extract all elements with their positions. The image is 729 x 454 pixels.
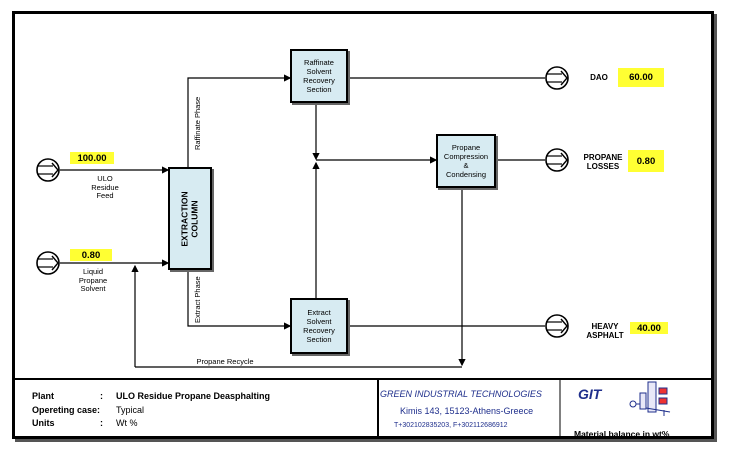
raffinate-recovery-box: Raffinate Solvent Recovery Section [290, 49, 348, 103]
units-separator: : [100, 418, 103, 428]
git-logo-text: GIT [578, 386, 602, 402]
feed-terminal-ulo-icon [36, 158, 60, 182]
ulo-feed-value: 100.00 [70, 152, 114, 164]
raffinate-phase-line [187, 74, 292, 167]
units-label: Units [32, 418, 55, 428]
title-block [15, 378, 711, 438]
company-address: Kimis 143, 15123-Athens-Greece [400, 406, 534, 416]
plant-separator: : [100, 391, 103, 401]
dao-label: DAO [590, 73, 608, 82]
case-value: Typical [116, 405, 145, 415]
propane-solvent-label: Liquid Propane Solvent [78, 267, 108, 293]
material-balance-caption: Material balance in wt% [574, 429, 670, 439]
extraction-column [168, 167, 212, 270]
propane-losses-label: PROPANE LOSSES [583, 153, 623, 171]
diagram-frame [12, 11, 714, 439]
propane-losses-value: 0.80 [628, 150, 664, 172]
propane-recycle-label: Propane Recycle [196, 357, 254, 366]
propane-solvent-value: 0.80 [70, 249, 112, 261]
plant-label: Plant [32, 391, 55, 401]
company-name: GREEN INDUSTRIAL TECHNOLOGIES [380, 389, 542, 399]
extract-phase-line [187, 270, 292, 330]
product-terminal-dao-icon [545, 66, 569, 90]
ulo-feed-label: ULO Residue Feed [91, 174, 119, 200]
product-terminal-losses-icon [545, 148, 569, 172]
product-terminal-asphalt-icon [545, 314, 569, 338]
raffinate-phase-label: Raffinate Phase [193, 96, 202, 150]
extraction-column-label: EXTRACTION COLUMN [180, 190, 200, 247]
units-value: Wt % [116, 418, 138, 428]
git-logo-icon [629, 381, 671, 416]
dao-value: 60.00 [618, 68, 664, 87]
propane-compression-box: Propane Compression & Condensing [436, 134, 496, 188]
feed-terminal-propane-icon [36, 251, 60, 275]
extract-phase-label: Extract Phase [193, 276, 202, 323]
company-phones: T+302102835203, F+302112686912 [394, 422, 508, 429]
plant-value: ULO Residue Propane Deasphalting [116, 391, 271, 401]
extraction-column-label-wrap: EXTRACTION COLUMN [168, 167, 212, 270]
heavy-asphalt-value: 40.00 [630, 322, 668, 334]
extract-recovery-box: Extract Solvent Recovery Section [290, 298, 348, 354]
case-label: Opereting case: [32, 405, 101, 415]
heavy-asphalt-label: HEAVY ASPHALT [586, 322, 624, 340]
